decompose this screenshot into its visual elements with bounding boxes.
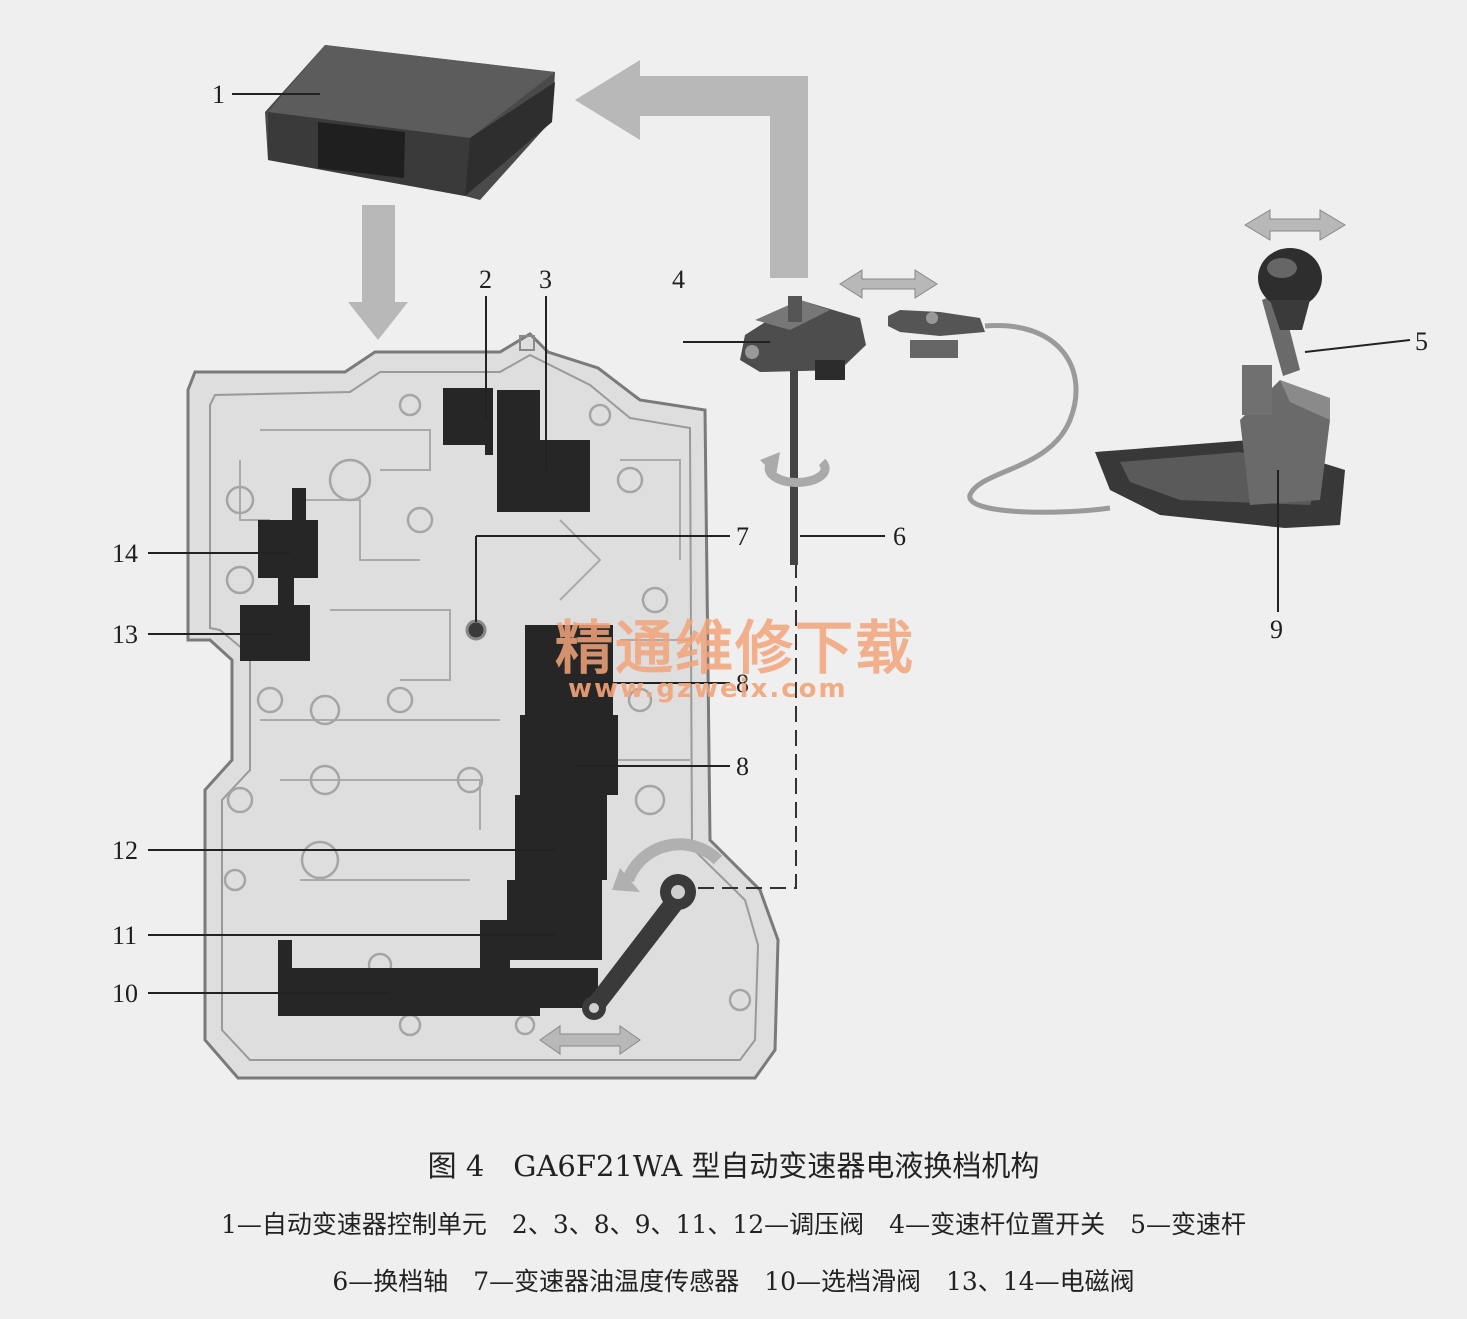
cable-fitting	[888, 310, 985, 358]
selector-lever	[1095, 248, 1345, 528]
slide-double-arrow	[539, 1025, 641, 1055]
shift-shaft	[790, 370, 798, 565]
oil-temperature-sensor	[465, 619, 487, 641]
valve-2	[443, 388, 493, 455]
label-9: 9	[1270, 615, 1283, 644]
label-8-upper: 8	[736, 669, 749, 698]
label-7: 7	[736, 522, 749, 551]
solenoid-valve-14	[258, 520, 318, 578]
label-4: 4	[672, 265, 685, 294]
control-unit	[265, 45, 555, 200]
legend-line-2: 6—换档轴 7—变速器油温度传感器 10—选档滑阀 13、14—电磁阀	[332, 1267, 1135, 1296]
valve-3	[497, 390, 590, 512]
label-13: 13	[112, 620, 138, 649]
signal-arrow-down	[348, 205, 408, 340]
callout-numbers: 1 2 3 4 5 6 7 8 8 9 10 11 12 13 14	[112, 80, 1428, 1008]
rotation-arrow	[760, 452, 830, 487]
selector-slide-valve-10	[278, 940, 598, 1016]
valve-12	[515, 795, 607, 880]
valve-8-upper	[525, 625, 613, 715]
label-6: 6	[893, 522, 906, 551]
watermark-text: 精通维修下载	[555, 614, 915, 682]
label-3: 3	[539, 265, 552, 294]
label-14: 14	[112, 539, 138, 568]
position-switch	[740, 296, 866, 380]
label-2: 2	[479, 265, 492, 294]
signal-arrow-to-control-unit	[575, 60, 808, 278]
label-10: 10	[112, 979, 138, 1008]
valve-11	[507, 880, 602, 960]
valve-body	[186, 332, 780, 1080]
lever-double-arrow	[1244, 209, 1346, 241]
selector-arm	[582, 838, 723, 1020]
figure-title: 图 4 GA6F21WA 型自动变速器电液换档机构	[427, 1149, 1040, 1183]
watermark: 精通维修下载 www.gzweix.com	[555, 614, 915, 704]
label-12: 12	[112, 836, 138, 865]
label-5: 5	[1415, 327, 1428, 356]
shift-shaft-link	[690, 562, 797, 889]
label-8-lower: 8	[736, 752, 749, 781]
label-11: 11	[112, 921, 137, 950]
cable-double-arrow	[839, 269, 938, 299]
label-1: 1	[212, 80, 225, 109]
watermark-url: www.gzweix.com	[568, 674, 848, 704]
leader-lines	[148, 93, 1411, 994]
legend-line-1: 1—自动变速器控制单元 2、3、8、9、11、12—调压阀 4—变速杆位置开关 …	[221, 1210, 1246, 1239]
valve-blocks	[240, 388, 618, 1016]
valve-8-lower	[520, 715, 618, 795]
transmission-diagram: 1 2 3 4 5 6 7 8 8 9 10 11 12 13 14 精通维修下…	[112, 45, 1428, 1080]
shift-cable	[967, 323, 1111, 515]
